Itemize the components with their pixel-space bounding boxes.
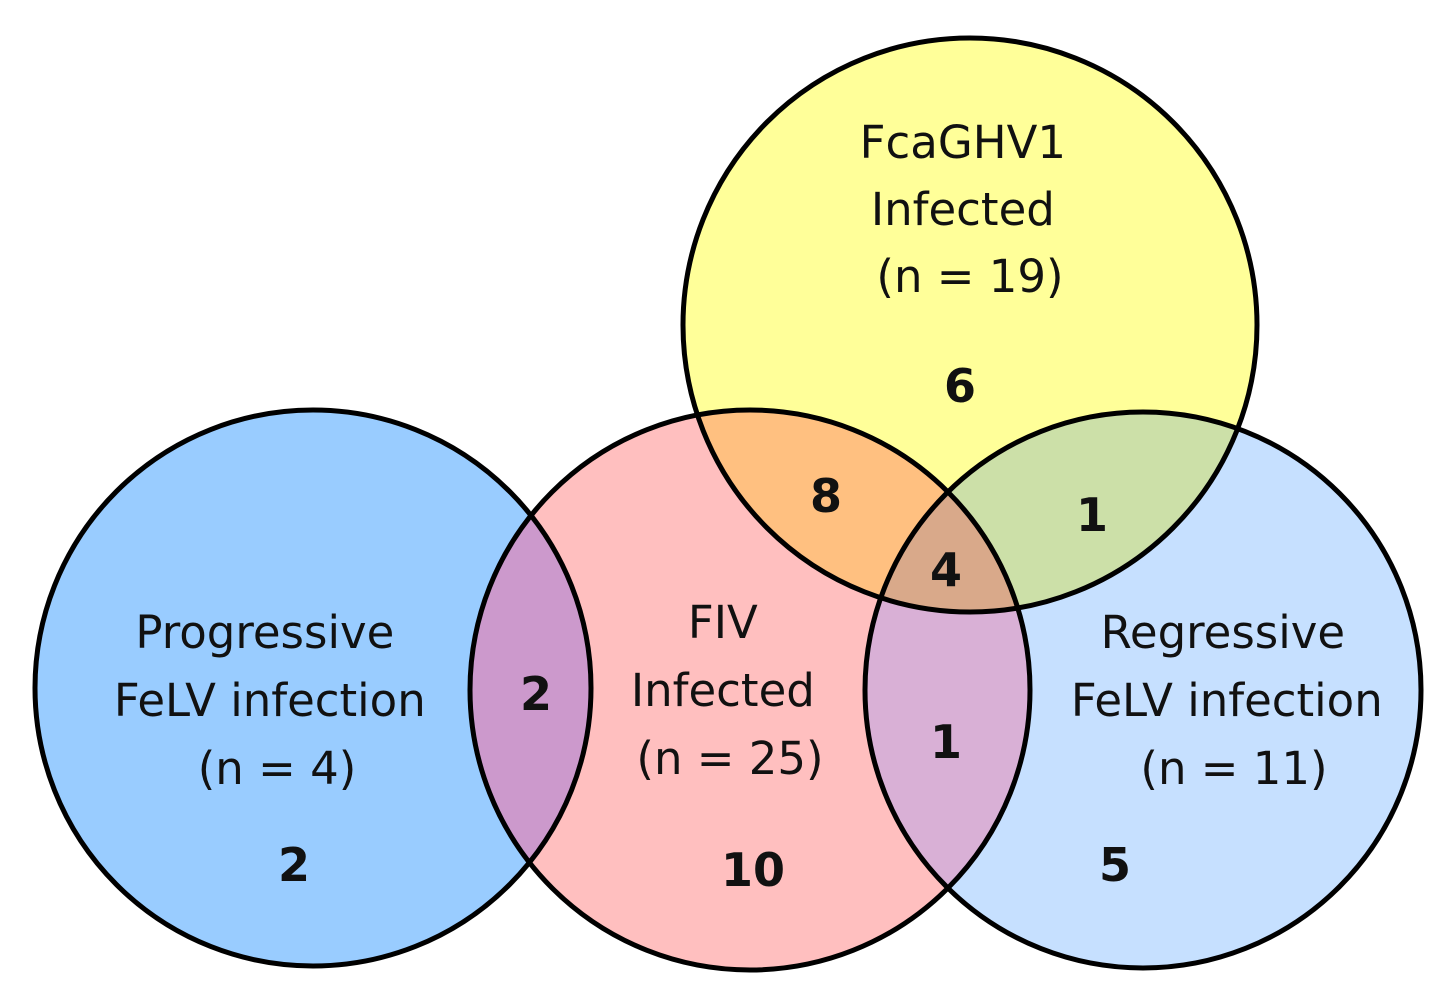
fiv-outline — [467, 407, 1033, 973]
progressive-felv-label-line: FeLV infection — [114, 674, 426, 727]
regressive-felv-label: Regressive FeLV infection (n = 11) — [1071, 606, 1397, 795]
regressive-felv-only-count: 5 — [1099, 838, 1131, 892]
fcaghv1-only-count: 6 — [944, 359, 976, 413]
fiv-fcaghv1-count: 8 — [810, 469, 842, 523]
regressive-felv-label-line: (n = 11) — [1140, 742, 1327, 795]
fcaghv1-label: FcaGHV1 Infected (n = 19) — [860, 116, 1081, 303]
progressive-fiv-count: 2 — [520, 667, 552, 721]
fiv-label-line: (n = 25) — [636, 732, 823, 785]
fiv-fcaghv1-regressive-count: 4 — [930, 543, 962, 597]
fiv-label: FIV Infected (n = 25) — [631, 596, 829, 785]
regressive-felv-label-line: FeLV infection — [1071, 674, 1383, 727]
progressive-felv-label-line: Progressive — [135, 606, 394, 659]
regressive-felv-outline — [862, 409, 1424, 971]
overlap-fiv-fcaghv1-region — [683, 410, 1030, 612]
fcaghv1-label-line: (n = 19) — [876, 250, 1063, 303]
progressive-felv-label: Progressive FeLV infection (n = 4) — [114, 606, 440, 795]
fcaghv1-regressive-count: 1 — [1076, 488, 1108, 542]
fcaghv1-outline — [680, 35, 1260, 615]
regressive-felv-label-line: Regressive — [1101, 606, 1345, 659]
fiv-only-count: 10 — [721, 843, 785, 897]
fcaghv1-label-line: Infected — [871, 183, 1055, 236]
fcaghv1-label-line: FcaGHV1 — [860, 116, 1066, 169]
fiv-regressive-count: 1 — [930, 715, 962, 769]
progressive-felv-label-line: (n = 4) — [198, 742, 357, 795]
overlap-fcaghv1-regressive-region — [865, 412, 1257, 612]
fiv-label-line: Infected — [631, 664, 815, 717]
progressive-felv-outline — [32, 407, 594, 969]
progressive-felv-circle — [35, 410, 591, 966]
progressive-felv-only-count: 2 — [278, 838, 310, 892]
fiv-label-line: FIV — [688, 596, 758, 649]
